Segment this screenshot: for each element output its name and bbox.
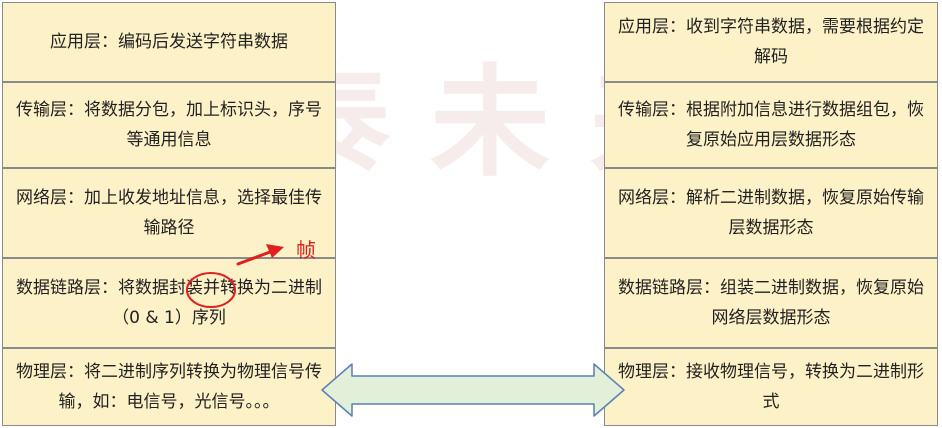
receiver-application-layer-text: 应用层：收到字符串数据，需要根据约定解码 <box>618 17 924 67</box>
sender-datalink-layer-text: 数据链路层：将数据封装并转换为二进制（0 & 1）序列 <box>16 278 322 328</box>
sender-application-layer: 应用层：编码后发送字符串数据 <box>2 2 336 82</box>
receiver-physical-layer: 物理层：接收物理信号，转换为二进制形式 <box>604 348 938 426</box>
receiver-transport-layer: 传输层：根据附加信息进行数据组包，恢复原始应用层数据形态 <box>604 82 938 168</box>
sender-transport-layer: 传输层：将数据分包，加上标识头，序号等通用信息 <box>2 82 336 168</box>
receiver-datalink-layer-text: 数据链路层：组装二进制数据，恢复原始网络层数据形态 <box>618 278 924 328</box>
transmission-arrow <box>321 363 625 417</box>
sender-physical-layer-text: 物理层：将二进制序列转换为物理信号传输，如：电信号，光信号。。。 <box>16 362 322 412</box>
sender-transport-layer-text: 传输层：将数据分包，加上标识头，序号等通用信息 <box>16 100 322 150</box>
receiver-application-layer: 应用层：收到字符串数据，需要根据约定解码 <box>604 2 938 82</box>
receiver-datalink-layer: 数据链路层：组装二进制数据，恢复原始网络层数据形态 <box>604 258 938 348</box>
frame-label: 帧 <box>296 238 316 262</box>
receiver-physical-layer-text: 物理层：接收物理信号，转换为二进制形式 <box>618 362 924 412</box>
sender-physical-layer: 物理层：将二进制序列转换为物理信号传输，如：电信号，光信号。。。 <box>2 348 336 426</box>
sender-network-layer: 网络层：加上收发地址信息，选择最佳传输路径 <box>2 168 336 258</box>
receiver-network-layer: 网络层：解析二进制数据，恢复原始传输层数据形态 <box>604 168 938 258</box>
sender-network-layer-text: 网络层：加上收发地址信息，选择最佳传输路径 <box>16 188 322 238</box>
sender-datalink-layer: 数据链路层：将数据封装并转换为二进制（0 & 1）序列 <box>2 258 336 348</box>
sender-application-layer-text: 应用层：编码后发送字符串数据 <box>50 32 288 52</box>
receiver-transport-layer-text: 传输层：根据附加信息进行数据组包，恢复原始应用层数据形态 <box>618 100 924 150</box>
receiver-network-layer-text: 网络层：解析二进制数据，恢复原始传输层数据形态 <box>618 188 924 238</box>
